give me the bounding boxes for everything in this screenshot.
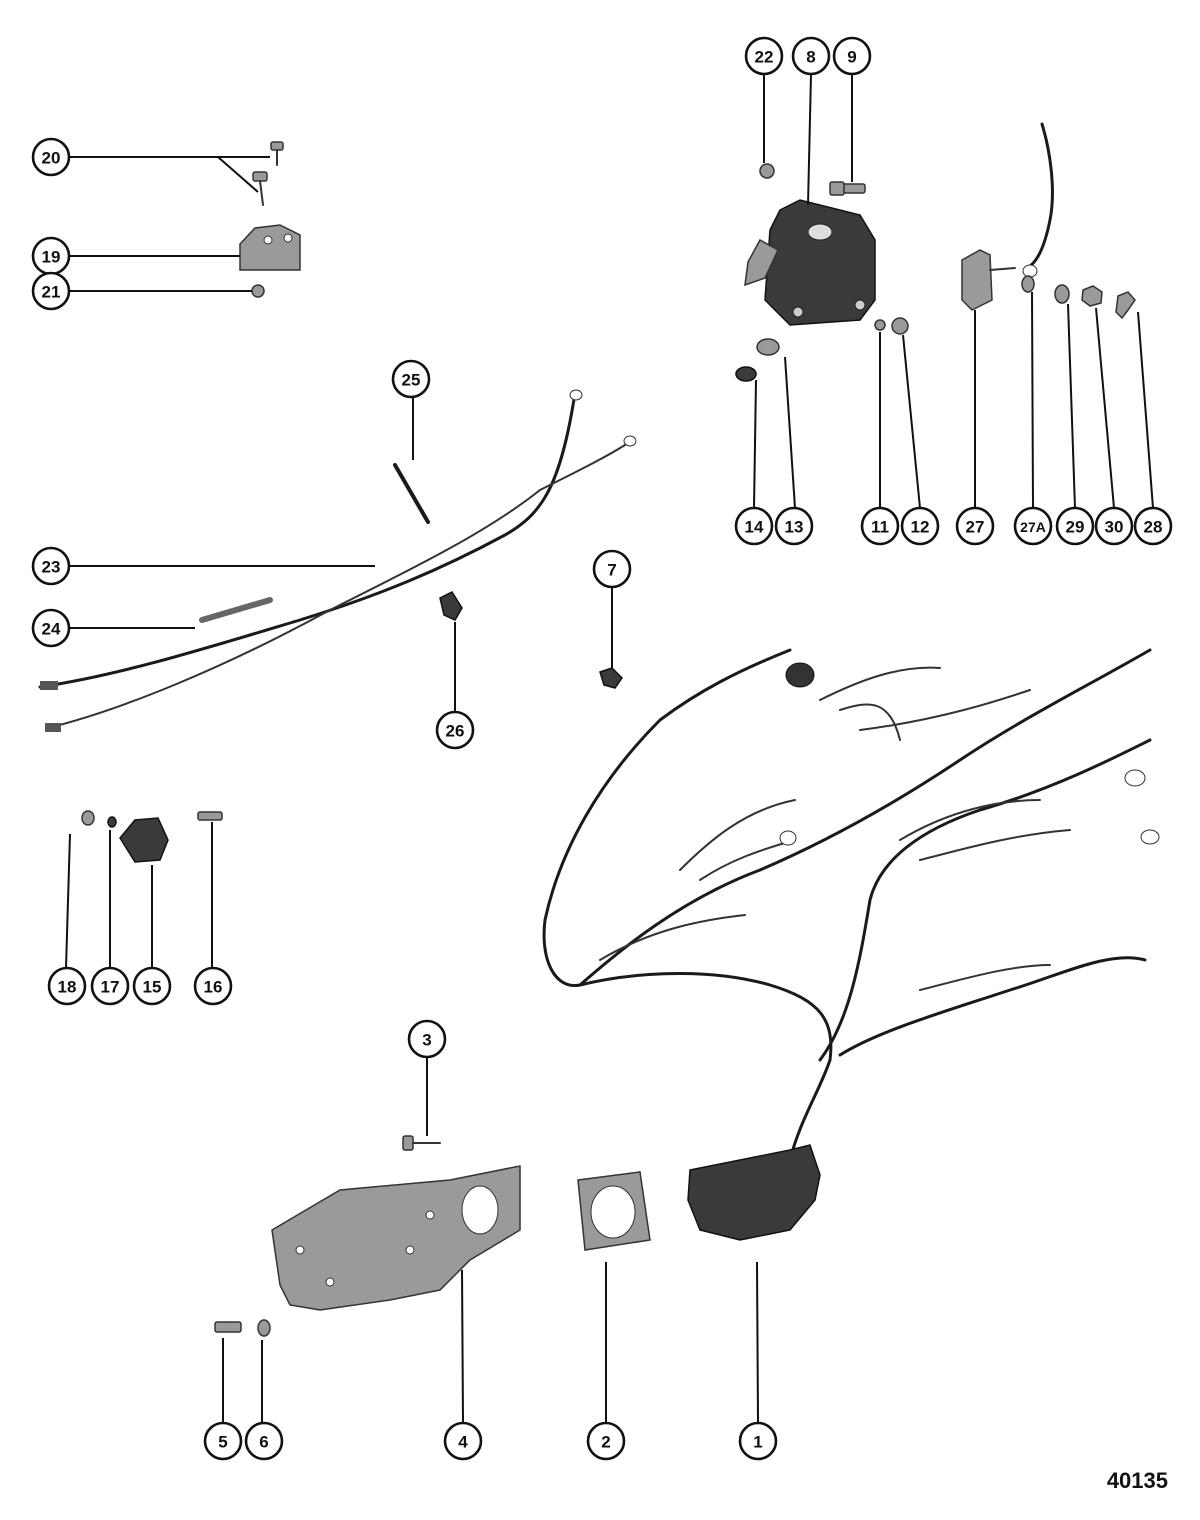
callout-27: 27	[955, 506, 995, 546]
svg-text:1: 1	[753, 1433, 762, 1452]
svg-text:8: 8	[806, 48, 815, 67]
callout-9: 9	[832, 36, 872, 76]
callout-25: 25	[391, 359, 431, 399]
callout-3: 3	[407, 1019, 447, 1059]
svg-text:24: 24	[42, 620, 61, 639]
callout-19: 19	[31, 236, 71, 276]
washer-illustrations	[735, 317, 909, 382]
nut-illustration-21	[251, 284, 265, 298]
callout-20: 20	[31, 137, 71, 177]
callout-13: 13	[774, 506, 814, 546]
wire-harness-illustration-23	[38, 389, 637, 732]
svg-text:14: 14	[745, 518, 764, 537]
svg-text:9: 9	[847, 48, 856, 67]
drawing-number: 40135	[1106, 1468, 1168, 1493]
svg-text:30: 30	[1105, 518, 1124, 537]
svg-text:29: 29	[1066, 518, 1085, 537]
svg-text:27: 27	[966, 518, 985, 537]
switch-illustrations-15-18	[81, 810, 223, 863]
svg-text:28: 28	[1144, 518, 1163, 537]
solenoid-illustration-8	[744, 199, 876, 326]
callout-22: 22	[744, 36, 784, 76]
svg-text:15: 15	[143, 978, 162, 997]
svg-text:11: 11	[871, 518, 889, 537]
svg-text:7: 7	[607, 561, 616, 580]
callout-16: 16	[193, 966, 233, 1006]
svg-text:21: 21	[42, 283, 61, 302]
bolt-illustrations-5-6	[214, 1319, 271, 1337]
svg-text:18: 18	[58, 978, 77, 997]
callout-14: 14	[734, 506, 774, 546]
main-harness-illustration-1	[542, 648, 1160, 1241]
callout-2: 2	[586, 1421, 626, 1461]
callout-21: 21	[31, 271, 71, 311]
callout-4: 4	[443, 1421, 483, 1461]
callout-11: 11	[860, 506, 900, 546]
callout-7: 7	[592, 549, 632, 589]
screw-illustration-20	[252, 141, 284, 206]
callout-8: 8	[791, 36, 831, 76]
svg-text:20: 20	[42, 149, 61, 168]
callout-30: 30	[1094, 506, 1134, 546]
svg-text:23: 23	[42, 558, 61, 577]
svg-text:16: 16	[204, 978, 223, 997]
callout-15: 15	[132, 966, 172, 1006]
svg-text:27A: 27A	[1020, 519, 1046, 535]
callout-18: 18	[47, 966, 87, 1006]
nut-illustration-22	[759, 163, 775, 179]
svg-text:4: 4	[458, 1433, 468, 1452]
svg-text:3: 3	[422, 1031, 431, 1050]
callout-24: 24	[31, 608, 71, 648]
screw-illustration-3	[402, 1135, 441, 1151]
callout-12: 12	[900, 506, 940, 546]
hardware-illustrations-27A-30	[1021, 275, 1136, 320]
bracket-illustration-4	[271, 1165, 521, 1311]
callout-23: 23	[31, 546, 71, 586]
callout-29: 29	[1055, 506, 1095, 546]
svg-text:2: 2	[601, 1433, 610, 1452]
connector-illustration-7	[599, 667, 623, 689]
svg-text:17: 17	[101, 978, 120, 997]
svg-text:26: 26	[446, 722, 465, 741]
svg-text:13: 13	[785, 518, 804, 537]
svg-text:19: 19	[42, 248, 61, 267]
leader-lines	[65, 74, 1154, 1423]
callout-28: 28	[1133, 506, 1173, 546]
callout-26: 26	[435, 710, 475, 750]
svg-text:12: 12	[911, 518, 930, 537]
svg-text:22: 22	[755, 48, 774, 67]
callout-6: 6	[244, 1421, 284, 1461]
terminal-block-illustration-27	[961, 122, 1054, 311]
svg-text:25: 25	[402, 371, 421, 390]
screw-illustration-9	[829, 181, 866, 196]
callout-5: 5	[203, 1421, 243, 1461]
callout-17: 17	[90, 966, 130, 1006]
svg-text:5: 5	[218, 1433, 227, 1452]
clip-illustration-26	[439, 591, 463, 621]
callout-1: 1	[738, 1421, 778, 1461]
svg-text:6: 6	[259, 1433, 268, 1452]
callout-27A: 27A	[1013, 506, 1053, 546]
clamp-block-illustration-19	[239, 224, 301, 271]
gasket-illustration-2	[577, 1171, 651, 1251]
